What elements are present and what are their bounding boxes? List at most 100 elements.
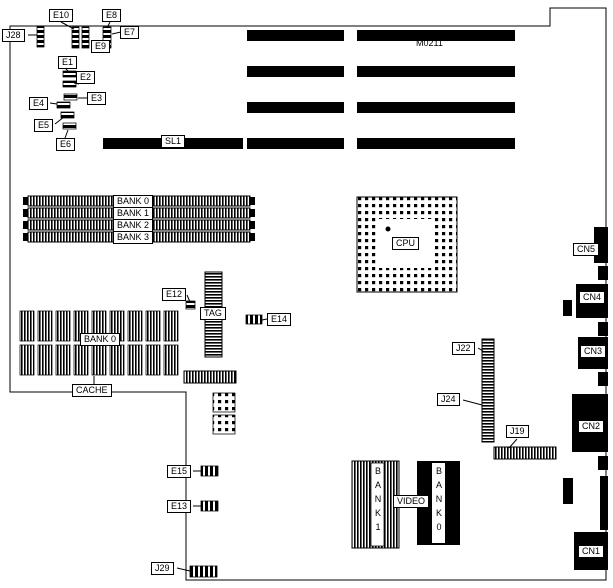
- jumper-e13: [200, 500, 219, 512]
- cache-chip: [163, 344, 179, 376]
- pin-header-j19: [493, 446, 557, 460]
- jumper-e12: [185, 300, 196, 310]
- jumper-e2: [62, 80, 77, 88]
- callout-video: VIDEO: [393, 495, 430, 508]
- simm-clip: [23, 233, 28, 241]
- callout-e9: E9: [91, 40, 111, 53]
- leader-line: [65, 68, 70, 73]
- simm-clip: [250, 221, 255, 229]
- video-bank0-label: BANK0: [434, 466, 444, 536]
- callout-cpu: CPU: [392, 237, 420, 250]
- video-bank0-strip: [432, 463, 445, 543]
- cache-chips: [19, 310, 179, 376]
- leader-line: [508, 438, 518, 449]
- jumper-e1: [62, 70, 77, 78]
- pad-array: [212, 414, 236, 435]
- callout-j29: J29: [151, 562, 174, 575]
- edge-tab: [598, 266, 608, 280]
- board-outline: [9, 7, 607, 581]
- callout-e3: E3: [87, 92, 107, 105]
- pin-header-j22-j24: [481, 338, 495, 443]
- callout-e15: E15: [167, 465, 192, 478]
- cache-chip: [145, 344, 161, 376]
- callout-e7: E7: [120, 26, 140, 39]
- callout-cn4: CN4: [579, 291, 606, 304]
- leader-line: [111, 31, 122, 35]
- jumper-j29: [189, 565, 218, 578]
- leader-line: [462, 399, 483, 406]
- callout-cn2: CN2: [578, 420, 605, 433]
- simm-clip: [23, 197, 28, 205]
- cache-chip: [37, 310, 53, 342]
- simm-clip: [23, 209, 28, 217]
- callout-e14: E14: [267, 313, 292, 326]
- edge-strip: [600, 476, 608, 530]
- jumper-e5: [60, 111, 75, 119]
- leader-line: [64, 129, 69, 139]
- board-part-number: M0211: [416, 38, 443, 48]
- side-component: [563, 300, 572, 316]
- edge-tab: [598, 456, 608, 470]
- callout-e1: E1: [58, 56, 78, 69]
- callout-cn3: CN3: [580, 345, 607, 358]
- jumper-e15: [200, 465, 219, 477]
- leader-line: [54, 116, 65, 125]
- simm-clip: [250, 233, 255, 241]
- video-bank1-label: BANK1: [373, 466, 383, 536]
- callout-e4: E4: [29, 97, 49, 110]
- isa-slot-4-right: [357, 138, 515, 149]
- callout-bank3: BANK 3: [113, 231, 154, 244]
- cache-chip: [109, 344, 125, 376]
- jumper-e10-b: [81, 26, 90, 49]
- callout-sl1: SL1: [161, 135, 186, 148]
- video-bank1-strip: [370, 462, 385, 547]
- leader-line: [106, 21, 111, 29]
- callout-e6: E6: [56, 138, 76, 151]
- cache-chip: [37, 344, 53, 376]
- leader-lines: [28, 21, 518, 572]
- callout-j28: J28: [2, 29, 25, 42]
- cache-chip: [91, 344, 107, 376]
- callout-e5: E5: [34, 119, 54, 132]
- jumper-e3: [63, 93, 78, 101]
- cache-chip: [55, 344, 71, 376]
- leader-line: [477, 347, 484, 352]
- callout-e2: E2: [76, 71, 96, 84]
- cache-chip: [127, 344, 143, 376]
- cache-chip: [145, 310, 161, 342]
- jumper-e14: [245, 314, 263, 325]
- cache-chip: [127, 310, 143, 342]
- isa-slot-3-left: [247, 102, 344, 113]
- callout-e13: E13: [167, 500, 192, 513]
- isa-slot-1-left: [247, 30, 344, 41]
- cpu-pin1-dot: [385, 226, 391, 232]
- leader-line: [49, 102, 58, 105]
- jumper-e6: [62, 122, 77, 130]
- leader-line: [60, 21, 75, 30]
- cache-chip: [55, 310, 71, 342]
- edge-tab: [598, 372, 608, 386]
- callout-e8: E8: [102, 9, 122, 22]
- callout-cache-bank0: BANK 0: [80, 333, 121, 346]
- isa-slot-4-left: [247, 138, 344, 149]
- connector-footprint: [183, 370, 237, 384]
- isa-slot-2-right: [357, 66, 515, 77]
- cache-chip: [163, 310, 179, 342]
- leader-line: [176, 567, 191, 572]
- callout-j19: J19: [506, 425, 529, 438]
- callout-e12: E12: [162, 288, 187, 301]
- jumper-j28: [36, 25, 45, 48]
- side-component: [563, 478, 573, 504]
- jumper-e10-a: [71, 26, 80, 49]
- callout-e10: E10: [49, 9, 74, 22]
- callout-cn1: CN1: [578, 545, 605, 558]
- callout-cn5: CN5: [573, 243, 600, 256]
- callout-tag: TAG: [200, 307, 226, 320]
- simm-clip: [23, 221, 28, 229]
- isa-slot-2-left: [247, 66, 344, 77]
- simm-clip: [250, 197, 255, 205]
- isa-slot-3-right: [357, 102, 515, 113]
- isa-slot-1-right: [357, 30, 515, 41]
